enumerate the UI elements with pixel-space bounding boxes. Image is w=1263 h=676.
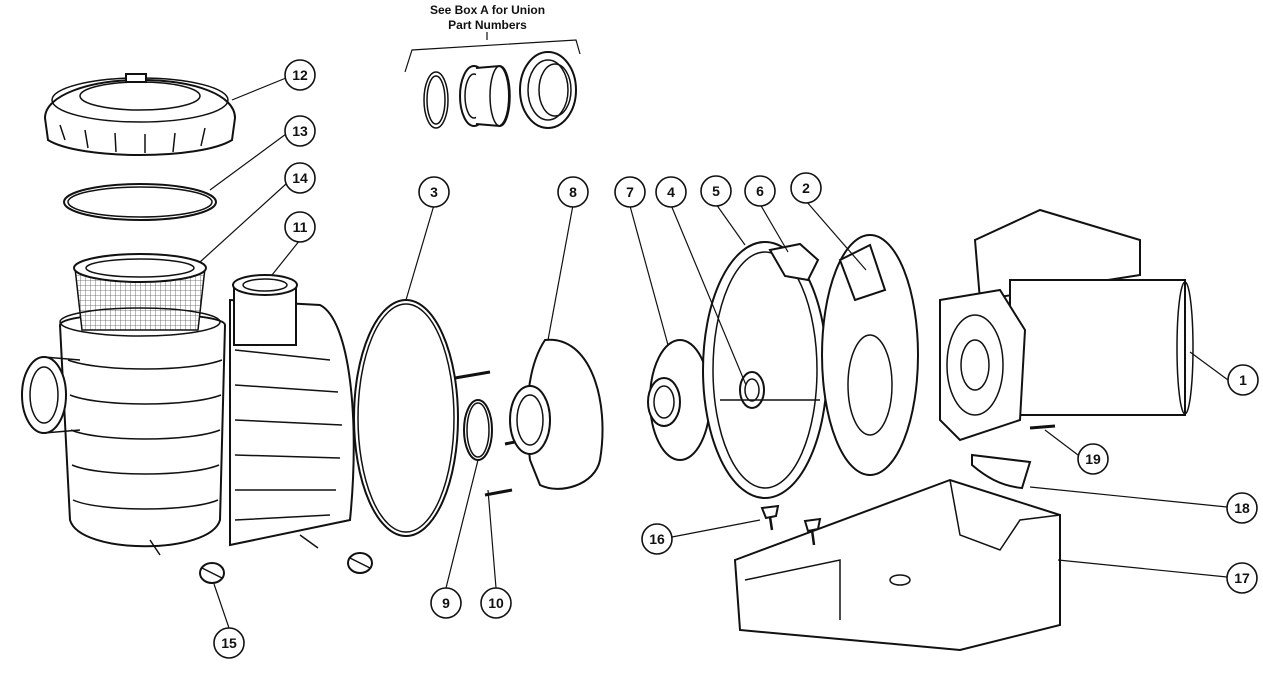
leader-lines bbox=[199, 77, 1229, 629]
callout-19: 19 bbox=[1077, 443, 1109, 475]
callout-10: 10 bbox=[480, 587, 512, 619]
box-a-note: See Box A for Union Part Numbers bbox=[400, 3, 575, 33]
callout-6-label: 6 bbox=[756, 183, 764, 199]
callout-13: 13 bbox=[284, 115, 316, 147]
diffuser-o-ring bbox=[463, 399, 493, 461]
callout-14: 14 bbox=[284, 162, 316, 194]
union-parts bbox=[423, 51, 577, 129]
diffuser bbox=[509, 338, 604, 490]
callout-12-label: 12 bbox=[292, 67, 308, 83]
callout-15: 15 bbox=[213, 627, 245, 659]
strainer-lid bbox=[43, 73, 237, 156]
motor-adapter bbox=[821, 234, 919, 476]
callout-4: 4 bbox=[655, 176, 687, 208]
callout-18-label: 18 bbox=[1234, 500, 1250, 516]
callout-14-label: 14 bbox=[292, 170, 308, 186]
callout-16-label: 16 bbox=[649, 531, 665, 547]
callout-9-label: 9 bbox=[442, 595, 450, 611]
motor bbox=[939, 208, 1194, 442]
callout-15-label: 15 bbox=[221, 635, 237, 651]
box-a-note-line1: See Box A for Union bbox=[429, 3, 546, 17]
callout-11: 11 bbox=[284, 211, 316, 243]
callout-16: 16 bbox=[641, 523, 673, 555]
callout-18: 18 bbox=[1226, 492, 1258, 524]
clamp-knob bbox=[768, 242, 820, 282]
box-a-bracket bbox=[404, 32, 581, 73]
callout-19-label: 19 bbox=[1085, 451, 1101, 467]
callout-12: 12 bbox=[284, 59, 316, 91]
callout-8-label: 8 bbox=[569, 184, 577, 200]
housing-o-ring bbox=[353, 299, 459, 537]
drain-plugs bbox=[199, 552, 373, 584]
box-a-note-line2: Part Numbers bbox=[448, 18, 527, 32]
callout-2-label: 2 bbox=[802, 180, 810, 196]
callout-8: 8 bbox=[557, 176, 589, 208]
callout-6: 6 bbox=[744, 175, 776, 207]
lid-o-ring bbox=[63, 183, 217, 221]
motor-bolt bbox=[1029, 424, 1056, 430]
callout-7: 7 bbox=[614, 176, 646, 208]
callout-9: 9 bbox=[430, 587, 462, 619]
base-screws bbox=[760, 504, 822, 546]
seal-plate bbox=[702, 241, 828, 499]
callout-2: 2 bbox=[790, 172, 822, 204]
base-pad bbox=[971, 453, 1032, 490]
callout-3-label: 3 bbox=[430, 184, 438, 200]
callout-1: 1 bbox=[1227, 364, 1259, 396]
callout-17-label: 17 bbox=[1234, 570, 1250, 586]
impeller bbox=[647, 339, 711, 461]
callout-5-label: 5 bbox=[712, 183, 720, 199]
callout-7-label: 7 bbox=[626, 184, 634, 200]
callout-3: 3 bbox=[418, 176, 450, 208]
callout-13-label: 13 bbox=[292, 123, 308, 139]
callout-1-label: 1 bbox=[1239, 372, 1247, 388]
callout-17: 17 bbox=[1226, 562, 1258, 594]
callout-11-label: 11 bbox=[293, 219, 308, 235]
motor-base bbox=[733, 478, 1061, 652]
callout-4-label: 4 bbox=[667, 184, 675, 200]
callout-5: 5 bbox=[700, 175, 732, 207]
callout-10-label: 10 bbox=[488, 595, 504, 611]
pump-housing bbox=[21, 253, 355, 556]
